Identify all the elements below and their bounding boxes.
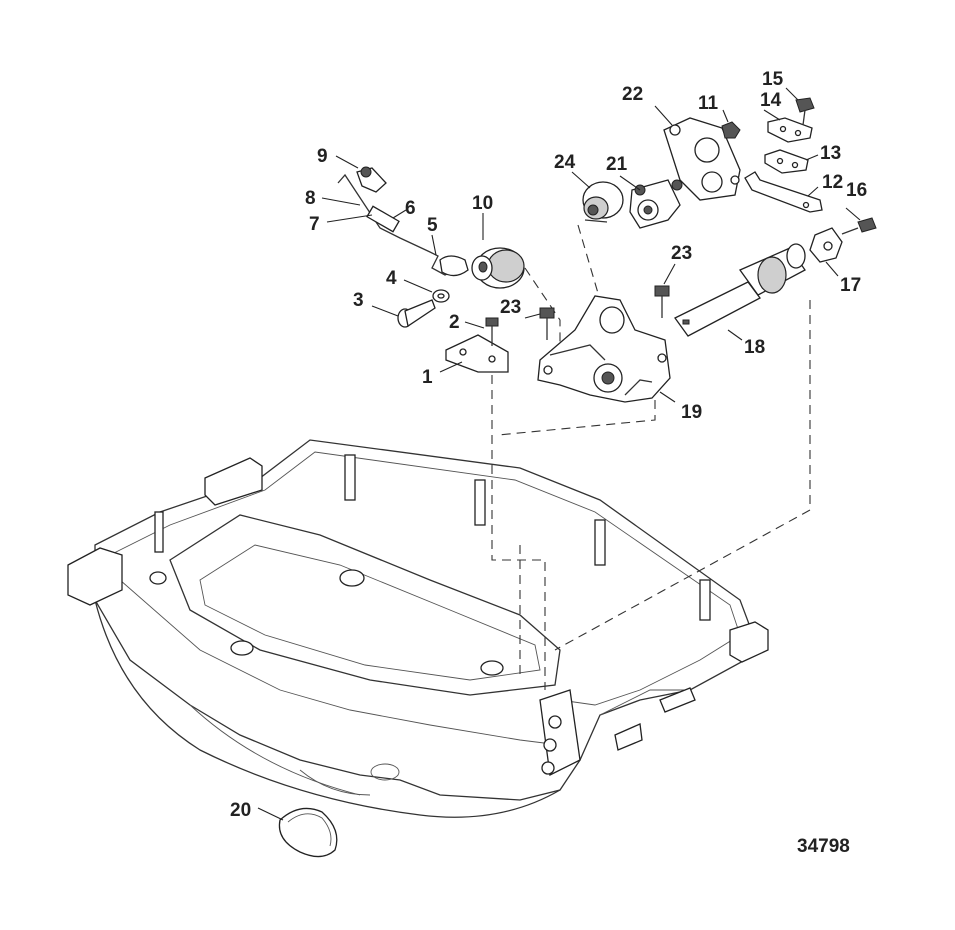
alignment-lines: [491, 224, 811, 690]
callout-11: 11: [698, 93, 719, 114]
callout-20: 20: [230, 800, 251, 821]
callout-12: 12: [822, 172, 843, 193]
part-clip-9: [356, 166, 387, 193]
callout-17: 17: [840, 275, 861, 296]
part-plate: [445, 334, 509, 373]
figure-number: 34798: [797, 836, 850, 857]
part-screw-2: [485, 317, 499, 346]
callout-8: 8: [305, 188, 316, 209]
callout-15: 15: [762, 69, 784, 90]
part-clevis-17: [809, 227, 843, 263]
part-gear-10: [471, 247, 525, 289]
callout-16: 16: [846, 180, 867, 201]
part-grommet-20: [278, 807, 338, 858]
callout-23-left: 23: [500, 297, 521, 318]
callout-18: 18: [744, 337, 765, 358]
callout-23-right: 23: [671, 243, 692, 264]
callout-14: 14: [760, 90, 782, 111]
part-bolt-3: [397, 299, 436, 328]
part-plate-14: [767, 117, 813, 143]
callout-labels: 1 2 3 4 5 6 7 8 9 10 11 12 13 14 15 16 1…: [230, 69, 867, 821]
callout-7: 7: [309, 214, 320, 235]
part-screw-23b: [654, 285, 670, 318]
callout-6: 6: [405, 198, 416, 219]
part-plate-13: [764, 149, 809, 174]
callout-13: 13: [820, 143, 841, 164]
bottom-cowl: [67, 439, 769, 818]
part-bracket-21: [629, 179, 681, 229]
part-strap-12: [744, 171, 823, 213]
part-nut-11: [721, 121, 741, 139]
callout-19: 19: [681, 402, 702, 423]
callout-9: 9: [317, 146, 328, 167]
callout-10: 10: [472, 193, 493, 214]
callout-2: 2: [449, 312, 460, 333]
part-link-rod: [337, 173, 469, 277]
part-screw-23a: [539, 307, 555, 340]
part-screw-16: [841, 217, 877, 235]
callout-22: 22: [622, 84, 643, 105]
leader-lines: [257, 87, 861, 821]
part-plate-22: [663, 117, 741, 201]
part-knob-24: [582, 181, 624, 223]
callout-24: 24: [554, 152, 576, 173]
callout-4: 4: [386, 268, 397, 289]
callout-21: 21: [606, 154, 628, 175]
callout-5: 5: [427, 215, 438, 236]
part-shaft-18: [674, 243, 806, 337]
part-bracket-19: [537, 295, 671, 403]
callout-3: 3: [353, 290, 364, 311]
part-washer-4: [432, 289, 450, 303]
part-screw-15: [795, 97, 815, 126]
callout-1: 1: [422, 367, 433, 388]
